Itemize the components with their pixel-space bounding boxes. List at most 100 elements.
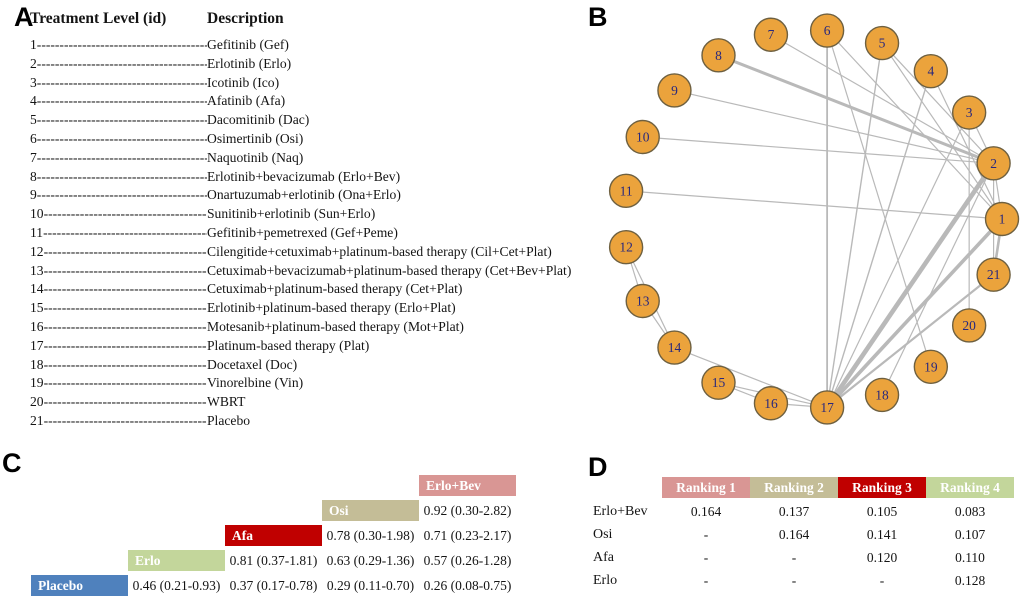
ranking-value: 0.164	[690, 504, 722, 519]
league-value: 0.29 (0.11-0.70)	[326, 578, 415, 593]
treatment-description: Erlotinib+platinum-based therapy (Erlo+P…	[207, 300, 456, 316]
treatment-row: 11 Gefitinib+pemetrexed (Gef+Peme)	[30, 224, 730, 243]
node-label: 5	[879, 36, 886, 51]
league-value: 0.46 (0.21-0.93)	[132, 578, 221, 593]
treatment-id: 14	[30, 281, 44, 297]
node-circle	[976, 146, 1011, 181]
network-node-6: 6	[809, 13, 845, 48]
treatment-description: Cetuximab+platinum-based therapy (Cet+Pl…	[207, 281, 463, 297]
description-col-header: Description	[207, 10, 284, 27]
treatment-id: 13	[30, 262, 44, 278]
ranking-value: 0.141	[866, 527, 898, 542]
node-circle	[625, 119, 660, 155]
treatment-id: 1	[30, 37, 37, 52]
treatment-id: 17	[30, 337, 44, 353]
network-node-9: 9	[657, 73, 692, 108]
treatment-id: 9	[30, 187, 37, 203]
treatment-description: Platinum-based therapy (Plat)	[207, 337, 370, 353]
league-header-Placebo: Placebo	[31, 575, 128, 596]
ranking-value: -	[703, 550, 709, 565]
network-edge-2-7	[770, 34, 994, 164]
treatment-row: 15 Erlotinib+platinum-based therapy (Erl…	[30, 299, 730, 318]
treatment-col-header: Treatment Level (id)	[30, 10, 167, 27]
node-label: 12	[619, 240, 633, 255]
node-label: 21	[987, 267, 1001, 282]
treatment-id: 10	[30, 206, 44, 222]
treatment-row: 19 Vinorelbine (Vin)	[30, 374, 730, 393]
treatment-description: Osimertinib (Osi)	[207, 130, 304, 146]
network-edge-14-17	[674, 346, 828, 409]
treatment-description: Cilengitide+cetuximab+platinum-based the…	[207, 243, 552, 259]
league-value: 0.81 (0.37-1.81)	[229, 553, 318, 568]
node-label: 9	[671, 83, 678, 98]
treatment-id: 7	[30, 149, 37, 165]
ranking-value: -	[879, 573, 885, 588]
ranking-value: -	[703, 527, 709, 542]
ranking-value: 0.164	[778, 527, 810, 542]
network-node-3: 3	[951, 95, 987, 130]
node-label: 11	[620, 183, 633, 198]
treatment-table: Treatment Level (id) Description 1 Gefit…	[30, 10, 730, 431]
node-circle	[657, 330, 692, 365]
treatment-row: 21 Placebo	[30, 412, 730, 431]
node-circle	[608, 173, 644, 209]
ranking-value: -	[791, 550, 797, 565]
node-label: 19	[924, 359, 938, 374]
node-label: 7	[768, 27, 775, 42]
network-node-16: 16	[753, 386, 789, 421]
node-label: 13	[636, 294, 650, 309]
league-value: 0.92 (0.30-2.82)	[423, 503, 512, 518]
node-label: 17	[820, 400, 834, 415]
treatment-row: 20 WBRT	[30, 393, 730, 412]
network-node-5: 5	[864, 25, 900, 61]
ranking-col-header: Ranking 2	[750, 477, 838, 498]
league-value: 0.37 (0.17-0.78)	[229, 578, 318, 593]
league-header-Erlo: Erlo	[128, 550, 225, 571]
ranking-value: -	[791, 573, 797, 588]
treatment-row: 12 Cilengitide+cetuximab+platinum-based …	[30, 243, 730, 262]
node-label: 14	[668, 340, 682, 355]
treatment-id: 20	[30, 394, 44, 410]
network-node-7: 7	[753, 17, 789, 52]
node-circle	[913, 54, 949, 89]
node-label: 3	[966, 105, 973, 120]
treatment-description: WBRT	[207, 394, 246, 410]
treatment-description: Placebo	[207, 412, 251, 428]
network-node-18: 18	[864, 377, 900, 413]
node-label: 6	[824, 23, 831, 38]
treatment-id: 6	[30, 130, 37, 146]
network-node-20: 20	[951, 308, 987, 343]
node-label: 15	[712, 375, 726, 390]
node-circle	[984, 201, 1020, 237]
ranking-value: 0.105	[866, 504, 898, 519]
treatment-description: Gefitinib (Gef)	[207, 37, 289, 52]
treatment-description: Cetuximab+bevacizumab+platinum-based the…	[207, 262, 572, 278]
treatment-description: Sunitinib+erlotinib (Sun+Erlo)	[207, 206, 376, 222]
node-circle	[951, 95, 987, 130]
ranking-col-header: Ranking 3	[838, 477, 926, 498]
treatment-description: Onartuzumab+erlotinib (Ona+Erlo)	[207, 187, 401, 203]
network-edge-5-17	[826, 42, 883, 408]
treatment-row: 16 Motesanib+platinum-based therapy (Mot…	[30, 318, 730, 337]
treatment-description: Icotinib (Ico)	[207, 74, 280, 90]
node-circle	[976, 257, 1011, 292]
network-edge-17-21	[826, 273, 995, 409]
treatment-row: 6 Osimertinib (Osi)	[30, 130, 730, 149]
panel-b-label: B	[588, 2, 608, 32]
treatment-description: Dacomitinib (Dac)	[207, 112, 310, 128]
treatment-description: Vinorelbine (Vin)	[207, 375, 304, 391]
treatment-row: 5 Dacomitinib (Dac)	[30, 111, 730, 130]
network-edge-1-4	[930, 70, 1003, 220]
network-node-4: 4	[913, 54, 949, 89]
network-node-8: 8	[701, 38, 736, 73]
ranking-row-label: Afa	[593, 550, 614, 565]
treatment-row: 1 Gefitinib (Gef)	[30, 36, 730, 55]
node-circle	[701, 38, 736, 73]
network-node-12: 12	[608, 229, 644, 265]
treatment-row: 8 Erlotinib+bevacizumab (Erlo+Bev)	[30, 168, 730, 187]
node-circle	[701, 365, 736, 400]
treatment-description: Gefitinib+pemetrexed (Gef+Peme)	[207, 224, 398, 240]
treatment-row: 4 Afatinib (Afa)	[30, 92, 730, 111]
